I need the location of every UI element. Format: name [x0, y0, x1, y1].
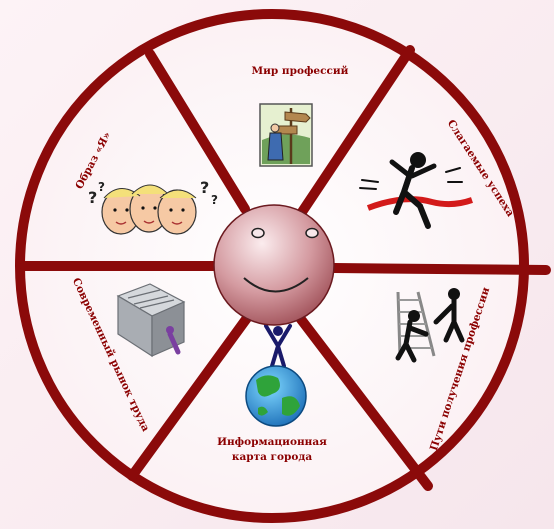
question-mark-icon: ? [88, 188, 97, 207]
globe-person-icon [245, 324, 307, 427]
segment-city-information-map: Информационная карта города [217, 324, 327, 463]
smiley-left-eye [251, 227, 265, 239]
people-railway-icon [395, 288, 465, 363]
wheel-spokes [20, 45, 551, 491]
segment-label-world-of-professions: Мир профессий [252, 65, 349, 77]
segment-label-city-info-line2: карта города [232, 451, 312, 463]
center-smiley [213, 204, 335, 326]
signpost-traveler-icon [259, 103, 313, 167]
maze-icon [116, 283, 186, 358]
question-mark-icon: ? [211, 193, 218, 207]
segment-label-city-info-line1: Информационная [217, 436, 327, 448]
segment-world-of-professions: Мир профессий [252, 65, 349, 167]
smiley-right-eye [305, 227, 319, 239]
question-mark-icon: ? [98, 180, 105, 194]
question-mark-icon: ? [200, 178, 209, 197]
thinking-faces-icon [101, 184, 197, 235]
runner-finish-icon [359, 152, 473, 229]
smiley-face [213, 204, 335, 326]
smiley-mouth [243, 277, 309, 293]
